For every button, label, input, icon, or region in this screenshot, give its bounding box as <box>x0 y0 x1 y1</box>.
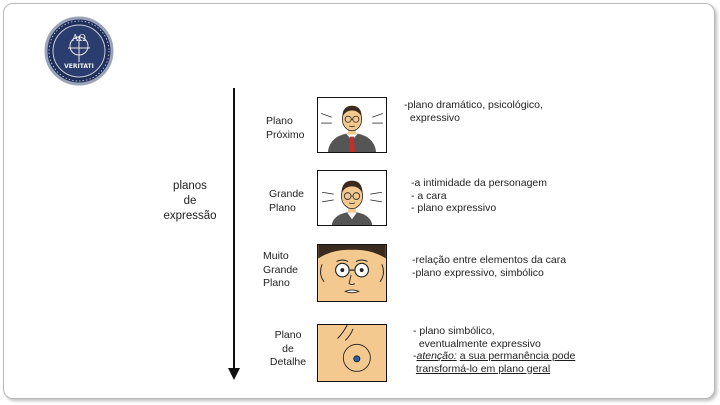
description-line: expressivo <box>404 112 543 125</box>
plan-label: Plano de Detalhe <box>266 329 310 370</box>
axis-arrow-head <box>228 368 240 380</box>
description-line: transformá-lo em plano geral <box>413 363 575 376</box>
plan-label: Grande Plano <box>269 188 304 215</box>
description-line: -plano dramático, psicológico, <box>404 99 543 112</box>
description-text: - <box>413 350 417 362</box>
axis-arrow-line <box>233 88 235 370</box>
description-text: - a cara <box>411 189 447 202</box>
description-text: - plano simbólico, <box>413 325 495 337</box>
logo-upper-text: AΩ <box>71 34 86 44</box>
face-close-up-icon <box>318 245 386 301</box>
plan-label-line: Plano <box>269 201 296 214</box>
description-line: -atenção: a sua permanência pode <box>413 350 575 363</box>
plan-description: - plano simbólico, eventualmente express… <box>413 325 575 375</box>
plan-label-line: Plano <box>274 329 302 341</box>
veritati-seal-logo: AΩ VERITATI <box>44 16 114 86</box>
description-text: transformá-lo em plano geral <box>415 362 551 375</box>
plan-label: Muito Grande Plano <box>263 250 298 291</box>
description-line: - plano expressivo <box>411 202 547 215</box>
plan-description: -relação entre elementos da cara-plano e… <box>412 254 566 279</box>
description-text: -plano dramático, psicológico, <box>404 99 543 111</box>
description-text: atenção: <box>416 350 457 362</box>
slide: AΩ VERITATI planos de expressão Plano Pr… <box>3 3 715 399</box>
plan-label-line: Muito <box>263 250 289 262</box>
plan-label: Plano Próximo <box>266 115 305 142</box>
axis-label-line: planos <box>173 180 207 192</box>
plan-label-line: Grande <box>269 188 305 200</box>
plan-image-frame <box>317 97 387 153</box>
plan-image-frame <box>317 244 387 302</box>
plan-label-line: de <box>282 342 294 355</box>
axis-label-line: expressão <box>163 210 217 222</box>
description-text: -a intimidade da personagem <box>411 177 547 189</box>
plan-label-line: Grande <box>263 263 299 276</box>
axis-label-line: de <box>183 195 197 207</box>
description-text: -relação entre elementos da cara <box>412 254 567 266</box>
description-text: a sua permanência pode <box>459 350 576 362</box>
plan-label-line: Detalhe <box>269 356 307 368</box>
description-line: - plano simbólico, <box>413 325 575 338</box>
description-line: - a cara <box>411 190 547 203</box>
description-line: -a intimidade da personagem <box>411 177 547 190</box>
plan-description: -a intimidade da personagem- a cara- pla… <box>411 177 547 215</box>
description-text: - plano expressivo <box>411 202 497 214</box>
description-text: expressivo <box>404 111 461 124</box>
axis-label: planos de expressão <box>150 179 230 224</box>
man-with-glasses-head-shot-icon <box>322 180 382 225</box>
man-with-glasses-medium-shot-icon <box>321 105 383 152</box>
eye-detail-icon <box>318 325 386 381</box>
description-text: -plano expressivo, simbólico <box>412 266 544 279</box>
plan-image-frame <box>317 324 387 382</box>
logo-lower-text: VERITATI <box>64 63 94 70</box>
plan-image-frame <box>317 170 387 226</box>
plan-label-line: Plano <box>263 277 290 289</box>
description-text: eventualmente expressivo <box>413 337 541 350</box>
description-line: -relação entre elementos da cara <box>412 254 566 267</box>
plan-label-line: Próximo <box>266 128 305 141</box>
description-line: eventualmente expressivo <box>413 338 575 351</box>
description-line: -plano expressivo, simbólico <box>412 267 566 280</box>
plan-label-line: Plano <box>266 115 293 127</box>
plan-description: -plano dramático, psicológico, expressiv… <box>404 99 543 124</box>
